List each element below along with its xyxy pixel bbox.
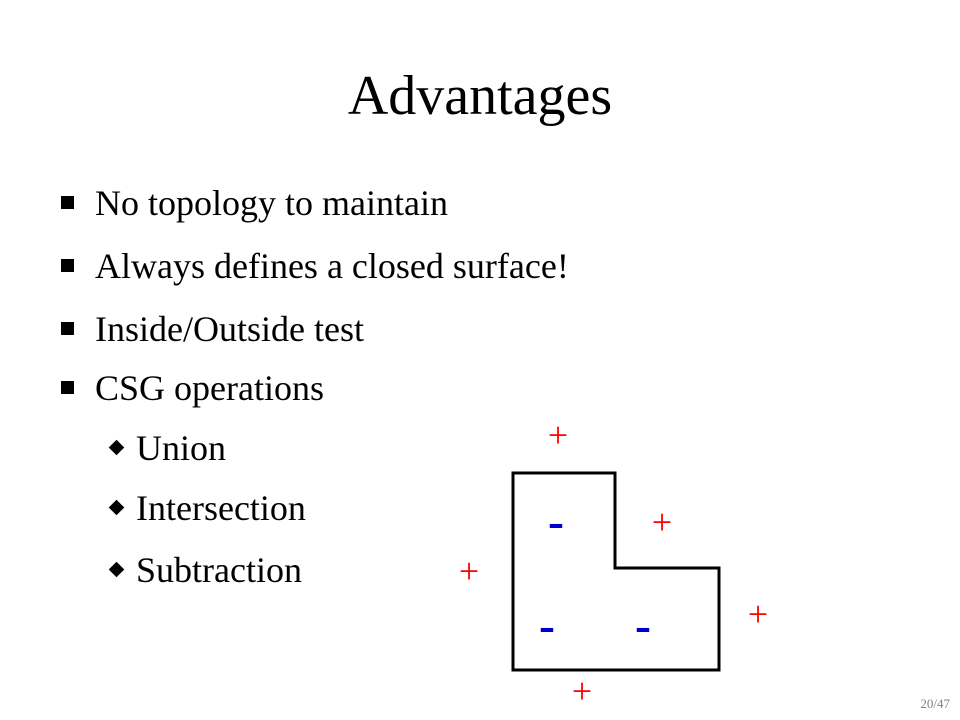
sub-bullet-item: Subtraction <box>108 550 302 590</box>
outside-plus-sign: + <box>459 551 479 591</box>
l-shape-outline <box>511 471 721 672</box>
sub-bullet-text: Intersection <box>136 488 306 528</box>
square-bullet-icon <box>61 322 74 335</box>
page-number: 20/47 <box>920 696 950 711</box>
bullet-item: Inside/Outside test <box>61 309 364 349</box>
sub-bullet-text: Subtraction <box>136 550 302 590</box>
inside-minus-sign: - <box>539 599 555 652</box>
square-bullet-icon <box>61 381 74 394</box>
outside-plus-sign: + <box>652 502 672 542</box>
bullet-text: Inside/Outside test <box>95 309 364 349</box>
inside-minus-sign: - <box>635 599 651 652</box>
bullet-text: No topology to maintain <box>95 183 448 223</box>
outside-plus-sign: + <box>748 594 768 634</box>
bullet-item: CSG operations <box>61 368 324 408</box>
inside-minus-sign: - <box>548 495 564 548</box>
bullet-text: Always defines a closed surface! <box>95 246 569 286</box>
outside-plus-sign: + <box>572 671 592 711</box>
sub-bullet-item: Union <box>108 428 226 468</box>
bullet-item: Always defines a closed surface! <box>61 246 569 286</box>
slide-title: Advantages <box>347 65 613 127</box>
outside-plus-sign: + <box>548 415 568 455</box>
sub-bullet-item: Intersection <box>108 488 306 528</box>
square-bullet-icon <box>61 196 74 209</box>
square-bullet-icon <box>61 259 74 272</box>
sub-bullet-text: Union <box>136 428 226 468</box>
bullet-item: No topology to maintain <box>61 183 448 223</box>
bullet-text: CSG operations <box>95 368 324 408</box>
